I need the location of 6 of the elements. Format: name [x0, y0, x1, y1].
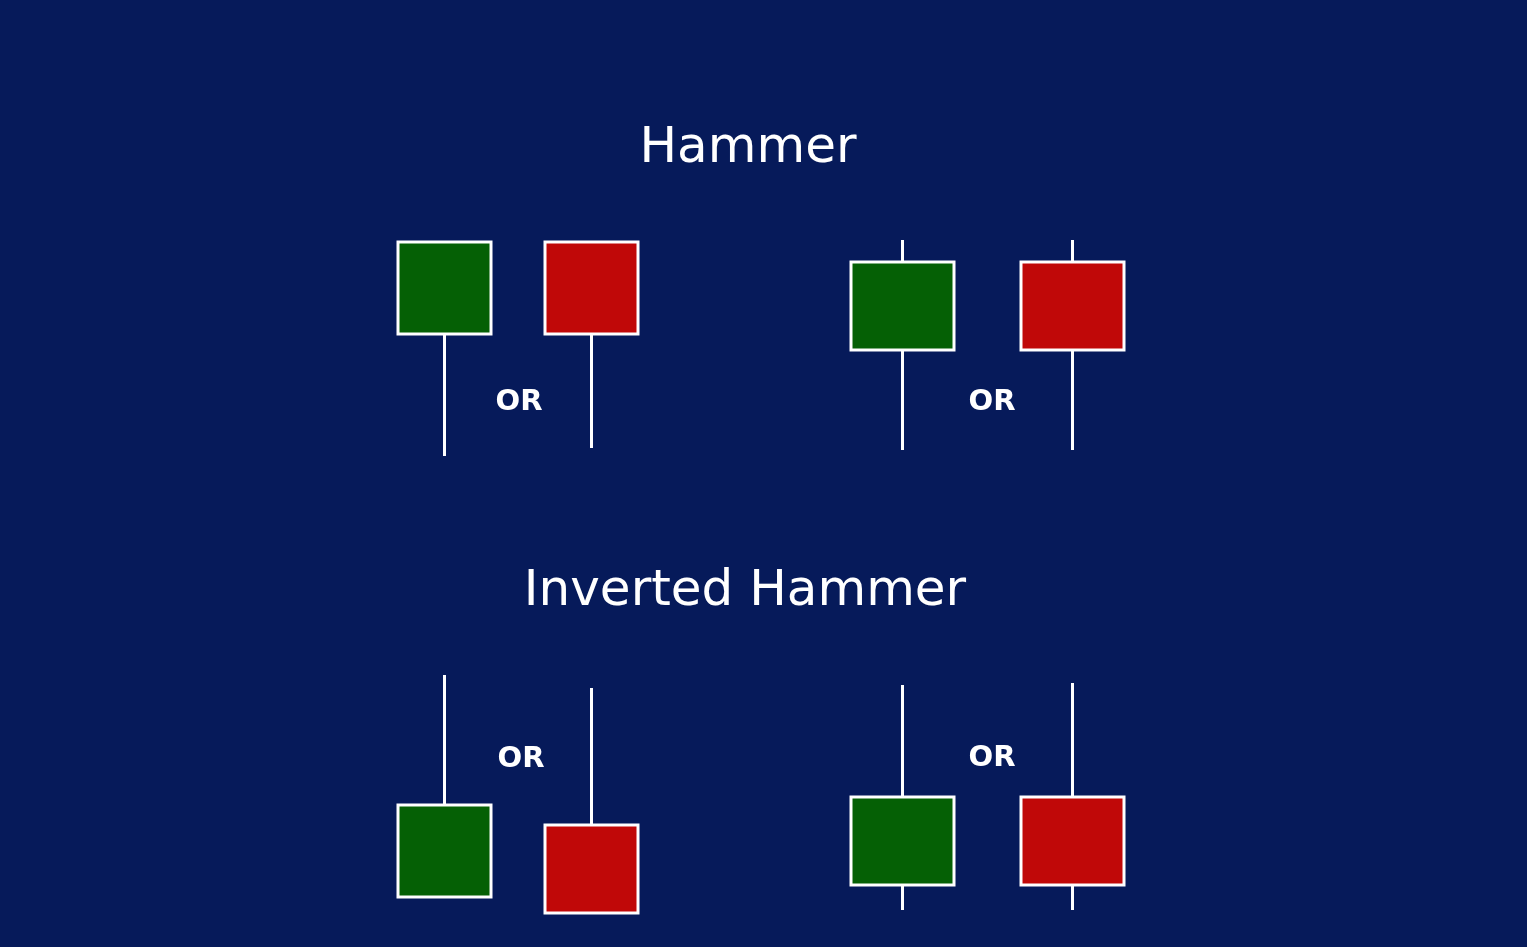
- or-label: OR: [968, 382, 1016, 420]
- section-heading: Hammer: [639, 114, 857, 176]
- or-label: OR: [497, 739, 545, 777]
- or-label: OR: [495, 382, 543, 420]
- or-label: OR: [968, 738, 1016, 776]
- section-heading: Inverted Hammer: [523, 557, 967, 619]
